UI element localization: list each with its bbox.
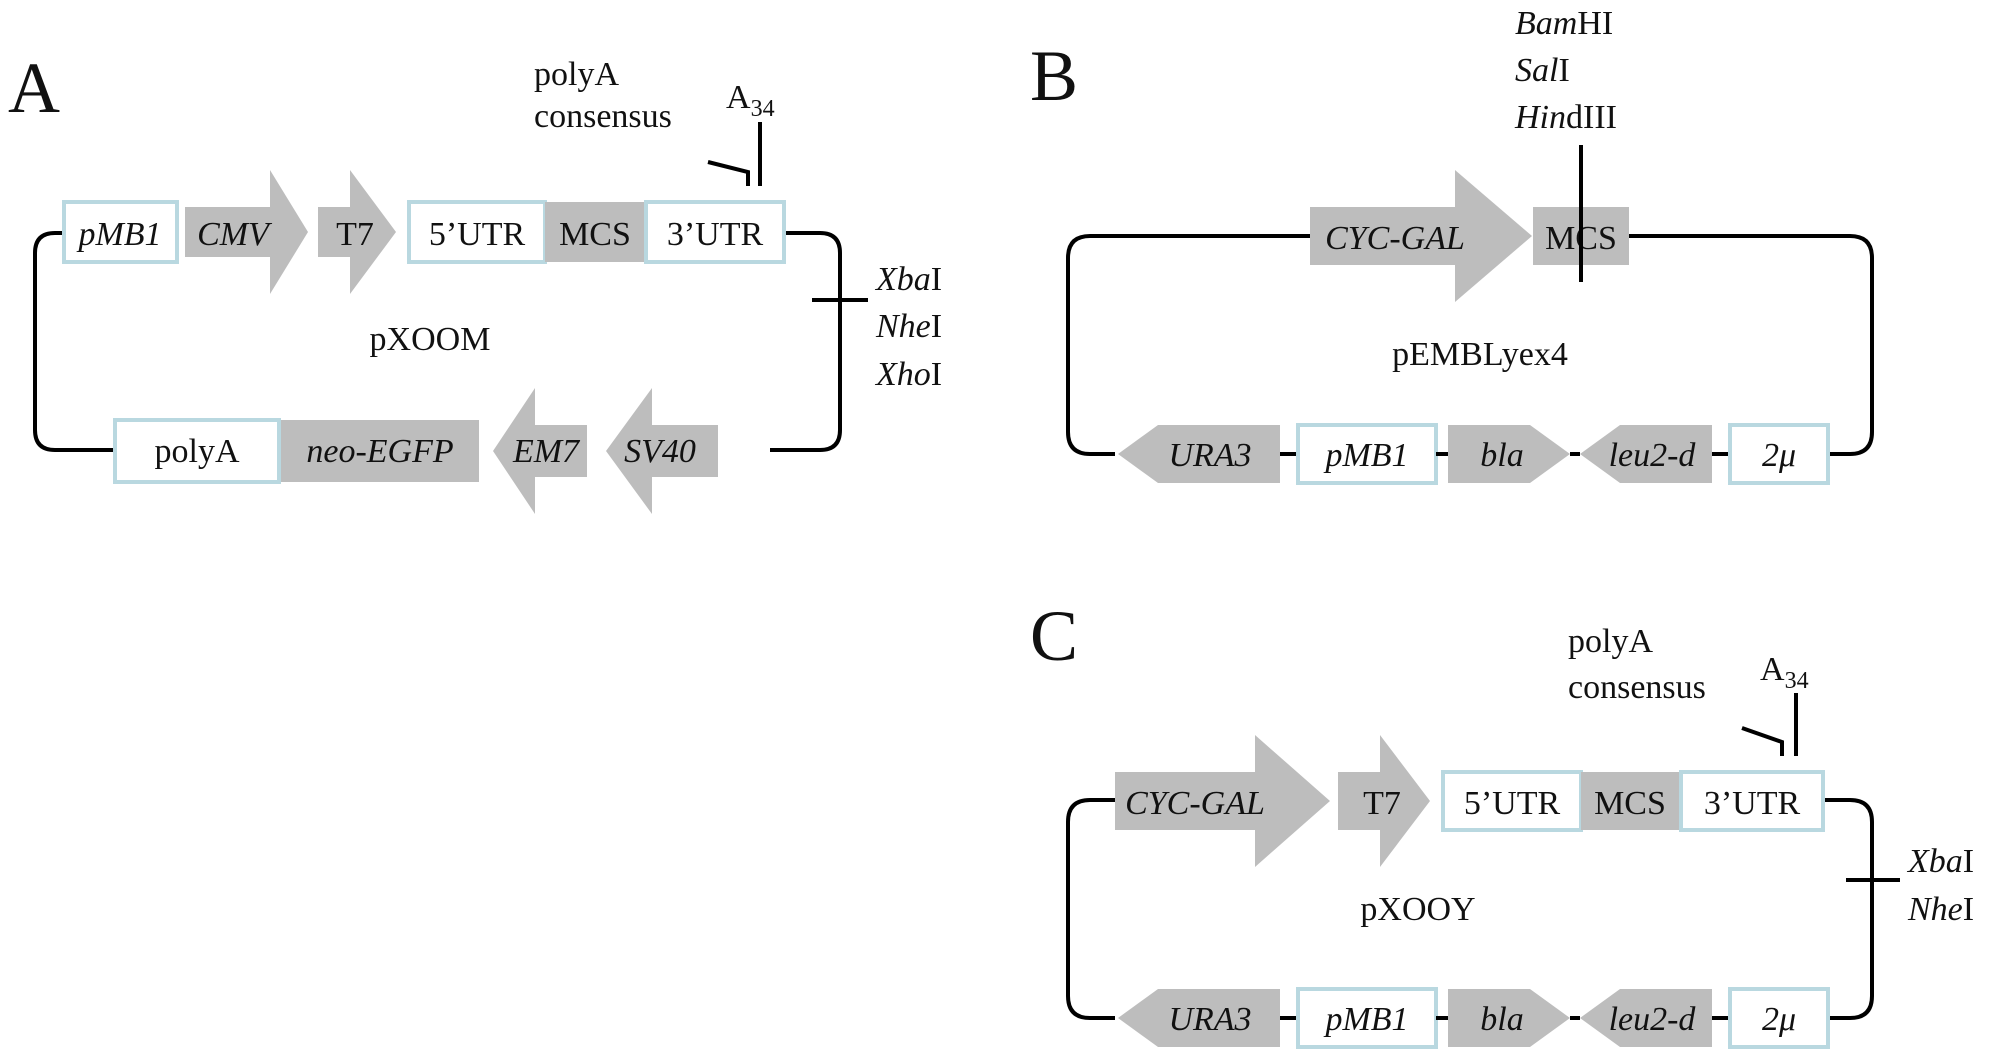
feature-bla-arrow-c <box>1448 989 1570 1047</box>
panel-c-site-xbai: XbaI <box>1906 843 1974 880</box>
panel-a-backbone <box>33 231 842 452</box>
feature-2mu-label-b: 2μ <box>1762 437 1796 474</box>
polya-consensus-text-1-c: polyA <box>1568 623 1653 660</box>
feature-3utr-box-c <box>1679 770 1825 832</box>
a34-label: A34 <box>726 79 775 122</box>
feature-2mu-box-b <box>1728 423 1830 485</box>
feature-neo-egfp-label: neo-EGFP <box>306 433 453 470</box>
feature-mcs-block-c <box>1581 772 1680 830</box>
panel-b-plasmid-name: pEMBLyex4 <box>1392 336 1568 373</box>
feature-cmv-label: CMV <box>197 216 273 253</box>
panel-a-site-xhoi: XhoI <box>874 356 942 393</box>
panel-b-site-hindiii: HindIII <box>1514 99 1617 136</box>
feature-t7-label: T7 <box>336 216 374 253</box>
feature-ura3-arrow-b <box>1118 425 1280 483</box>
feature-2mu-box-c <box>1728 987 1830 1049</box>
panel-a-site-xbai: XbaI <box>874 261 942 298</box>
feature-5utr-label-c: 5’UTR <box>1464 785 1561 822</box>
panel-c-site-nhei: NheI <box>1907 891 1974 928</box>
panel-c-backbone <box>1066 798 1874 1020</box>
panel-b-backbone <box>1066 234 1874 456</box>
polya-consensus-text-2-c: consensus <box>1568 669 1706 706</box>
feature-bla-arrow-b <box>1448 425 1570 483</box>
polya-consensus-text-2: consensus <box>534 98 672 135</box>
feature-cyc-gal-label-c: CYC-GAL <box>1125 785 1265 822</box>
feature-ura3-label-b: URA3 <box>1168 437 1251 474</box>
feature-cyc-gal-arrow <box>1310 170 1532 302</box>
panel-c: C CYC-GAL T7 5’UTR MCS 3’UTR polyA conse… <box>1030 596 1974 1049</box>
feature-em7-arrow <box>493 388 587 514</box>
panel-b: B CYC-GAL MCS BamHI SalI HindIII pEMBLye… <box>1030 5 1874 485</box>
feature-5utr-box-c <box>1441 770 1583 832</box>
feature-3utr-box <box>644 200 786 264</box>
feature-ura3-label-c: URA3 <box>1168 1001 1251 1038</box>
feature-mcs-label-c: MCS <box>1594 785 1666 822</box>
feature-pmb1-label-c: pMB1 <box>1323 1001 1408 1038</box>
feature-5utr-box <box>407 200 547 264</box>
feature-cmv-arrow <box>185 170 308 294</box>
feature-leu2d-label-b: leu2-d <box>1609 437 1697 474</box>
polya-consensus-line <box>707 160 750 186</box>
feature-em7-label: EM7 <box>512 433 581 470</box>
feature-polya-label: polyA <box>155 433 240 470</box>
feature-sv40-label: SV40 <box>624 433 696 470</box>
feature-3utr-label-c: 3’UTR <box>1704 785 1801 822</box>
panel-c-plasmid-name: pXOOY <box>1360 891 1475 928</box>
feature-pmb1-label-b: pMB1 <box>1323 437 1408 474</box>
panel-b-site-bamhi: BamHI <box>1515 5 1613 42</box>
feature-neo-egfp-block <box>281 420 479 482</box>
polya-consensus-line-c <box>1741 726 1784 756</box>
feature-sv40-arrow <box>606 388 718 514</box>
a34-label-c: A34 <box>1760 651 1809 694</box>
feature-cyc-gal-arrow-c <box>1115 735 1330 867</box>
feature-polya-box <box>113 418 281 484</box>
feature-t7-label-c: T7 <box>1363 785 1401 822</box>
feature-t7-arrow-c <box>1338 735 1430 867</box>
feature-pmb1-box-c <box>1296 987 1438 1049</box>
panel-a-plasmid-name: pXOOM <box>370 321 491 358</box>
panel-b-site-sali: SalI <box>1515 52 1570 89</box>
feature-2mu-label-c: 2μ <box>1762 1001 1796 1038</box>
feature-cyc-gal-label: CYC-GAL <box>1325 220 1465 257</box>
feature-mcs-label: MCS <box>559 216 631 253</box>
feature-leu2d-arrow-b <box>1580 425 1712 483</box>
feature-3utr-label: 3’UTR <box>667 216 764 253</box>
panel-a: A pMB1 CMV T7 5’UTR MCS 3’UTR polyA cons… <box>8 48 942 514</box>
feature-5utr-label: 5’UTR <box>429 216 526 253</box>
feature-t7-arrow <box>318 170 396 294</box>
feature-pmb1-box <box>62 200 179 264</box>
feature-bla-label-b: bla <box>1480 437 1523 474</box>
panel-b-letter: B <box>1030 36 1078 116</box>
panel-a-letter: A <box>8 48 60 128</box>
feature-ura3-arrow-c <box>1118 989 1280 1047</box>
panel-c-letter: C <box>1030 596 1078 676</box>
feature-mcs-block <box>545 202 645 262</box>
feature-bla-label-c: bla <box>1480 1001 1523 1038</box>
panel-a-site-nhei: NheI <box>875 308 942 345</box>
feature-leu2d-arrow-c <box>1580 989 1712 1047</box>
polya-consensus-text-1: polyA <box>534 56 619 93</box>
feature-leu2d-label-c: leu2-d <box>1609 1001 1697 1038</box>
feature-pmb1-label: pMB1 <box>76 216 161 253</box>
